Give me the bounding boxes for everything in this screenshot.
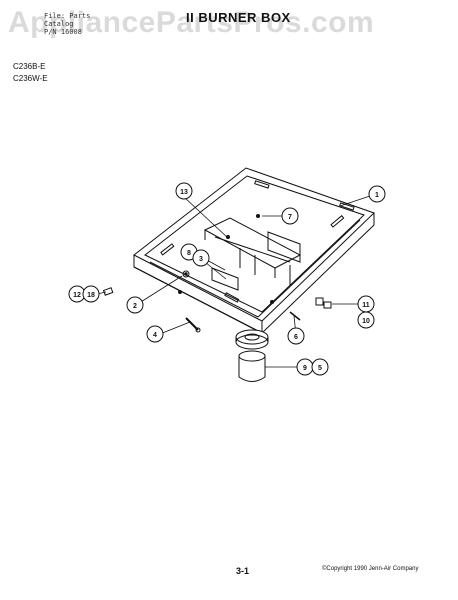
callout-label-1: 1: [375, 192, 379, 199]
callout-label-8: 8: [187, 250, 191, 257]
burner-box-rim: [133, 167, 375, 322]
callout-4: [146, 325, 164, 343]
callout-label-6: 6: [294, 334, 298, 341]
panel-item-3: [211, 267, 239, 291]
page-number: 3-1: [236, 566, 250, 576]
callout-label-13: 13: [180, 189, 188, 196]
watermark-text: AppliancePartsPros.com: [8, 6, 375, 39]
callout-label-12: 12: [73, 292, 81, 299]
callout-label-4: 4: [153, 332, 157, 339]
header-file-label: File: Parts: [44, 12, 91, 20]
callout-5: [311, 358, 329, 376]
header-part-number: P/N 16008: [44, 28, 82, 36]
callout-label-9: 9: [303, 365, 307, 372]
callout-2: [126, 296, 144, 314]
callout-6: [287, 327, 305, 345]
callout-18: [82, 285, 100, 303]
jar-body: [238, 356, 266, 382]
burner-box-inner-rim: [144, 175, 365, 313]
model-number-1: C236B-E: [13, 62, 46, 71]
callout-10: [357, 311, 375, 329]
callout-1: [368, 185, 386, 203]
callout-label-5: 5: [318, 365, 322, 372]
callout-7: [281, 207, 299, 225]
callout-label-7: 7: [288, 214, 292, 221]
copyright-notice: ©Copyright 1990 Jenn-Air Company: [322, 566, 419, 572]
page-title: II BURNER BOX: [186, 10, 291, 25]
callout-label-3: 3: [199, 256, 203, 263]
callout-13: [175, 182, 193, 200]
callout-label-10: 10: [362, 318, 370, 325]
callout-3: [192, 249, 210, 267]
callout-label-2: 2: [133, 303, 137, 310]
callout-label-11: 11: [362, 302, 370, 309]
callout-label-18: 18: [87, 292, 95, 299]
header-catalog-label: Catalog: [44, 20, 74, 28]
model-number-2: C236W-E: [13, 74, 48, 83]
